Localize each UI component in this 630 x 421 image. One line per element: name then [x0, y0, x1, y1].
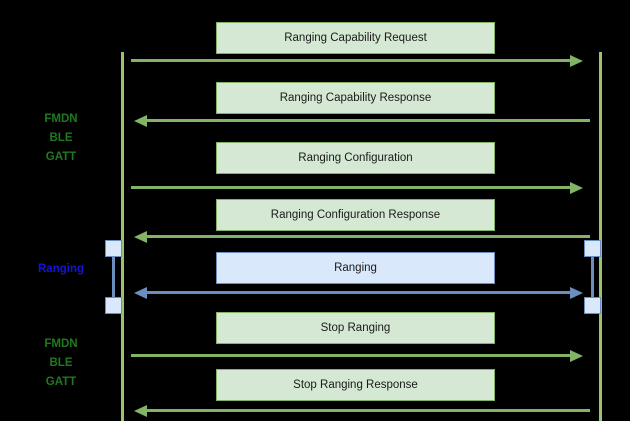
arrow-head-ranging-capability-response [134, 114, 147, 127]
activation-node-left-start [105, 240, 122, 257]
activation-bar-right [591, 248, 594, 306]
arrow-head-stop-ranging [570, 349, 583, 362]
lifeline-right [599, 52, 602, 421]
phase-label-fmdn-ble-gatt-top: FMDN BLE GATT [44, 113, 78, 163]
arrow-head-ranging-configuration-response [134, 230, 147, 243]
arrow-line-stop-ranging-response [147, 409, 590, 412]
arrow-line-ranging-configuration [131, 186, 572, 189]
message-box-ranging-capability-response[interactable]: Ranging Capability Response [216, 82, 495, 114]
message-box-ranging-capability-request[interactable]: Ranging Capability Request [216, 22, 495, 54]
arrow-line-stop-ranging [131, 354, 572, 357]
message-box-ranging[interactable]: Ranging [216, 252, 495, 284]
arrow-head-ranging-right [570, 286, 583, 299]
arrow-head-ranging-configuration [570, 181, 583, 194]
arrow-head-ranging-left [134, 286, 147, 299]
activation-node-right-end [584, 297, 601, 314]
arrow-line-ranging-configuration-response [147, 235, 590, 238]
message-box-ranging-configuration-response[interactable]: Ranging Configuration Response [216, 199, 495, 231]
phase-label-ranging: Ranging [38, 263, 84, 275]
arrow-head-stop-ranging-response [134, 404, 147, 417]
activation-node-left-end [105, 297, 122, 314]
arrow-line-ranging-capability-response [147, 119, 590, 122]
phase-label-fmdn-ble-gatt-bottom: FMDN BLE GATT [44, 338, 78, 388]
activation-bar-left [112, 248, 115, 306]
message-box-ranging-configuration[interactable]: Ranging Configuration [216, 142, 495, 174]
activation-node-right-start [584, 240, 601, 257]
arrow-line-ranging-capability-request [131, 59, 572, 62]
lifeline-left [121, 52, 124, 421]
message-box-stop-ranging[interactable]: Stop Ranging [216, 312, 495, 344]
arrow-line-ranging [147, 291, 572, 294]
arrow-head-ranging-capability-request [570, 54, 583, 67]
message-box-stop-ranging-response[interactable]: Stop Ranging Response [216, 369, 495, 401]
